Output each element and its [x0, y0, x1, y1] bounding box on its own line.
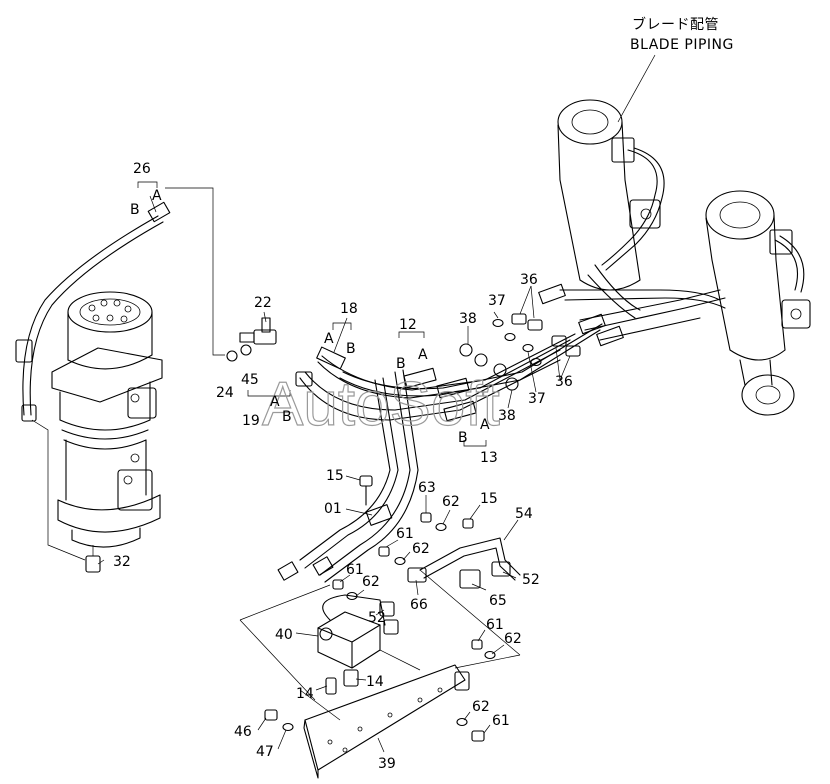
- callout-14-right: 14: [366, 674, 384, 690]
- callout-38-bottom: 38: [498, 408, 516, 424]
- tee-fitting-22: [226, 317, 277, 362]
- hose-bundle: [277, 323, 603, 583]
- callout-62-e: 62: [472, 699, 490, 715]
- callout-18-a: A: [324, 331, 334, 347]
- callout-18: 18: [340, 301, 358, 317]
- callout-18-b: B: [346, 341, 356, 357]
- callout-15-upper: 15: [326, 468, 344, 484]
- callout-22: 22: [254, 295, 272, 311]
- callout-13-a: A: [480, 417, 490, 433]
- blade-cylinder-right: [705, 190, 811, 416]
- callout-19: 19: [242, 413, 260, 429]
- callout-65: 65: [489, 593, 507, 609]
- callout-36-top: 36: [520, 272, 538, 288]
- callout-61-b: 61: [346, 562, 364, 578]
- fittings-top: [459, 313, 543, 367]
- callout-12-b: B: [396, 356, 406, 372]
- callout-14-left: 14: [296, 686, 314, 702]
- callout-40: 40: [275, 627, 293, 643]
- leader-26: [165, 187, 225, 356]
- callout-62-a: 62: [442, 494, 460, 510]
- callout-37-top: 37: [488, 293, 506, 309]
- callout-61-d: 61: [492, 713, 510, 729]
- blade-pipes: [538, 283, 726, 347]
- callout-62-d: 62: [504, 631, 522, 647]
- callout-13-b: B: [458, 430, 468, 446]
- callout-47: 47: [256, 744, 274, 760]
- watermark: AutoSoft: [262, 370, 500, 439]
- callout-labels: 26 B A 22 24 45 19 A B 18 A B 12 B A 38 …: [113, 161, 573, 772]
- hose-26: [15, 201, 171, 422]
- callout-46: 46: [234, 724, 252, 740]
- callout-66: 66: [410, 597, 428, 613]
- callout-61-c: 61: [486, 617, 504, 633]
- callout-19-b: B: [282, 409, 292, 425]
- callout-36-bottom: 36: [555, 374, 573, 390]
- callout-12-a: A: [418, 347, 428, 363]
- callout-26: 26: [133, 161, 151, 177]
- callout-13: 13: [480, 450, 498, 466]
- fittings-bottom: [493, 335, 581, 391]
- caption-leader: [617, 54, 656, 123]
- callout-37-bottom: 37: [528, 391, 546, 407]
- caption-en: BLADE PIPING: [630, 37, 734, 53]
- small-bolts: [264, 512, 496, 742]
- callout-12: 12: [399, 317, 417, 333]
- callout-62-c: 62: [362, 574, 380, 590]
- callout-52-right: 52: [522, 572, 540, 588]
- leader-32-link: [31, 419, 86, 561]
- bolt-15-upper: [359, 475, 373, 506]
- valve-block-40: [317, 594, 399, 695]
- callout-26-b: B: [130, 202, 140, 218]
- leaders: [97, 181, 571, 753]
- callout-38-top: 38: [459, 311, 477, 327]
- callout-54: 54: [515, 506, 533, 522]
- callout-19-a: A: [270, 394, 280, 410]
- swivel-joint: [51, 291, 163, 573]
- callout-26-a: A: [152, 188, 162, 204]
- callout-61-a: 61: [396, 526, 414, 542]
- caption-jp: ブレード配管: [632, 16, 719, 33]
- callout-63: 63: [418, 480, 436, 496]
- callout-62-b: 62: [412, 541, 430, 557]
- callout-39: 39: [378, 756, 396, 772]
- blade-cylinder-left: [557, 99, 665, 319]
- plate-39: [303, 664, 470, 779]
- callout-52-left: 52: [368, 610, 386, 626]
- callout-01: 01: [324, 501, 342, 517]
- callout-15-right: 15: [480, 491, 498, 507]
- callout-45: 45: [241, 372, 259, 388]
- callout-32: 32: [113, 554, 131, 570]
- callout-24: 24: [216, 385, 234, 401]
- assembly-outline: [239, 569, 521, 721]
